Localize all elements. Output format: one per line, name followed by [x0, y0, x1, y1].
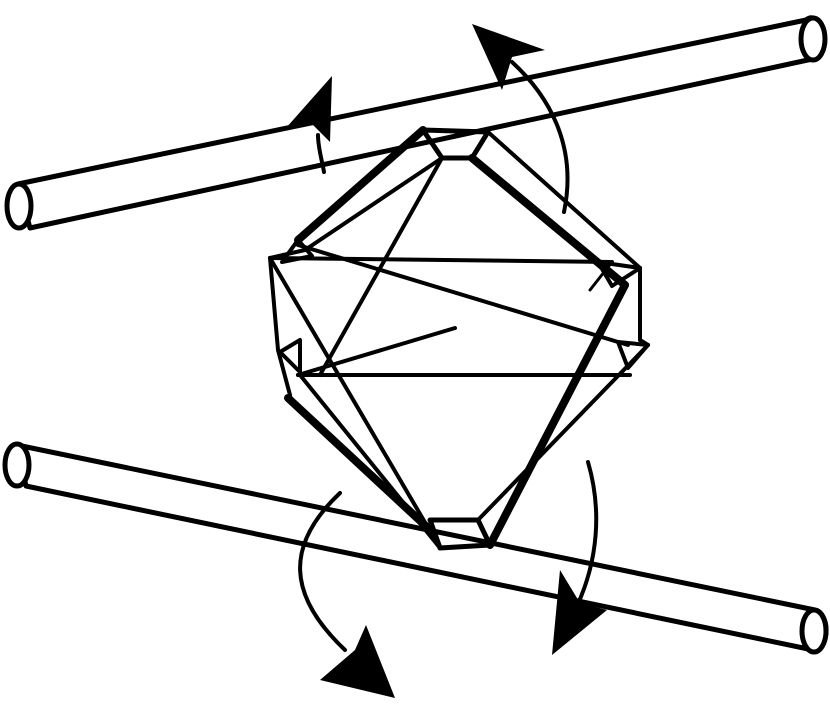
rotation-arrow-lower-right	[552, 460, 607, 655]
bottom-rod	[2, 441, 829, 655]
crystal-edges	[268, 126, 650, 550]
rotation-arrow-upper-left	[286, 76, 332, 174]
top-rod	[4, 15, 828, 231]
rotation-arrow-upper-right	[472, 24, 570, 214]
truncated-octahedral-crystal	[268, 126, 650, 551]
rotation-arrow-lower-left	[298, 491, 395, 698]
